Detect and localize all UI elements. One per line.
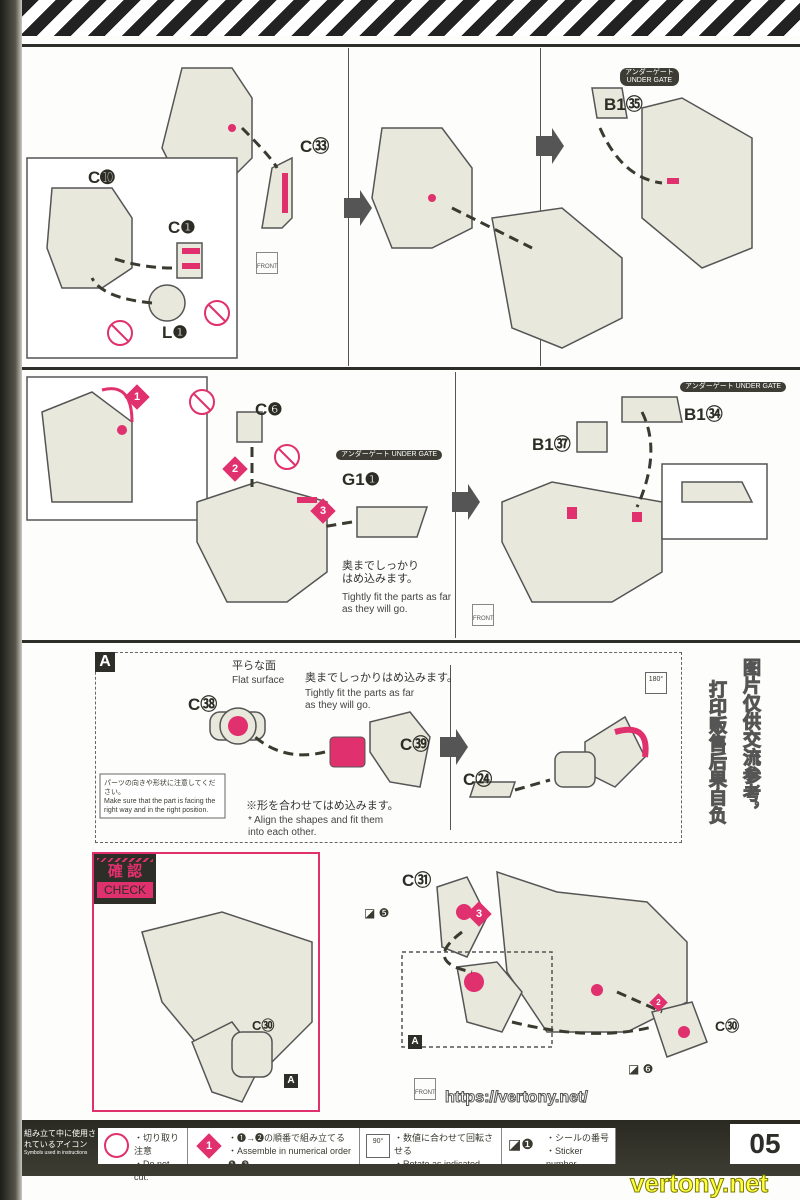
page-number: 05 bbox=[730, 1124, 800, 1164]
watermark-cn-1: 图片仅供交流参考， bbox=[741, 658, 762, 821]
check-box bbox=[92, 852, 320, 1112]
divider bbox=[22, 44, 800, 47]
legend-jp: ・シールの番号 bbox=[546, 1133, 610, 1143]
legend-rotate: 90° ・数値に合わせて回転させる・Rotate as indicated. bbox=[360, 1128, 502, 1169]
step1-illustration bbox=[26, 67, 753, 359]
watermark-url: https://vertony.net/ bbox=[445, 1089, 589, 1107]
part-label-c30: C㉚ bbox=[252, 1018, 275, 1033]
page-binding bbox=[0, 0, 22, 1200]
part-label-b135: B1㉟ bbox=[604, 95, 643, 114]
rotate-icon: 90° bbox=[366, 1134, 390, 1158]
align-note-en: * Align the shapes and fit them into eac… bbox=[248, 815, 384, 838]
subassembly-label-a: A bbox=[408, 1035, 422, 1049]
step4-illustration bbox=[141, 870, 708, 1103]
fit-note-en: Tightly fit the parts as far as they wil… bbox=[342, 592, 452, 615]
subassembly-label-a: A bbox=[95, 652, 115, 672]
step-number-2: 2 bbox=[649, 993, 668, 1012]
part-label-c6: C❻ bbox=[255, 400, 283, 419]
part-label-c31: C㉛ bbox=[402, 871, 432, 890]
part-label-c30-b: C㉚ bbox=[715, 1018, 740, 1034]
sticker-number-6: ◪ ❻ bbox=[628, 1062, 654, 1076]
legend-jp: ・切り取り注意 bbox=[134, 1133, 180, 1156]
watermark-cn-2: 打印贩售后果自负 bbox=[707, 680, 728, 825]
check-title-jp: 確 認 bbox=[107, 863, 143, 880]
part-label-c1: C❶ bbox=[168, 218, 196, 237]
rotate-180-icon: 180° bbox=[645, 672, 667, 694]
legend-jp: ・❶→❷の順番で組み立てる bbox=[228, 1133, 346, 1143]
step2-illustration bbox=[26, 376, 768, 603]
sticker-6-label: ❻ bbox=[642, 1062, 654, 1076]
flat-surface-jp: 平らな面 bbox=[232, 660, 276, 672]
step-number-2: 2 bbox=[222, 456, 248, 482]
legend-do-not-cut: ・切り取り注意・Do not cut. bbox=[98, 1128, 188, 1182]
watermark-site: vertony.net bbox=[629, 1168, 769, 1199]
part-label-l1: L❶ bbox=[162, 323, 188, 342]
legend-jp: ・数値に合わせて回転させる bbox=[394, 1133, 494, 1156]
step-number-3: 3 bbox=[466, 901, 492, 927]
subassembly-label-a: A bbox=[284, 1074, 298, 1088]
orientation-note-jp: パーツの向きや形状に注意してください。 bbox=[104, 780, 216, 796]
part-label-c39: C㊴ bbox=[400, 735, 430, 754]
part-label-c24: C㉔ bbox=[463, 770, 493, 789]
divider bbox=[540, 48, 541, 366]
fit-note-jp: 奥までしっかり はめ込みます。 bbox=[342, 560, 419, 585]
divider bbox=[22, 640, 800, 643]
sticker-number-5: ◪ ❺ bbox=[364, 906, 390, 920]
front-indicator: FRONT bbox=[472, 604, 494, 626]
divider bbox=[22, 367, 800, 370]
front-indicator: FRONT bbox=[256, 252, 278, 274]
step-diamond-icon: 1 bbox=[196, 1133, 222, 1159]
legend-en: ・Sticker number bbox=[546, 1146, 583, 1169]
part-label-c10: C➓ bbox=[88, 168, 115, 187]
under-gate-badge: アンダーゲート UNDER GATE bbox=[680, 382, 787, 392]
legend-en: ・Rotate as indicated. bbox=[394, 1159, 483, 1169]
step-number-1: 1 bbox=[124, 384, 150, 410]
under-gate-badge: アンダーゲート UNDER GATE bbox=[620, 68, 679, 86]
fit-note-en: Tightly fit the parts as far as they wil… bbox=[305, 688, 415, 711]
flat-surface-en: Flat surface bbox=[232, 675, 285, 686]
part-label-g11: G1❶ bbox=[342, 470, 380, 489]
legend-assemble-order: 1 ・❶→❷の順番で組み立てる・Assemble in numerical or… bbox=[188, 1128, 360, 1169]
part-label-c38: C㊳ bbox=[188, 695, 218, 714]
legend-en: ・Do not cut. bbox=[134, 1159, 170, 1182]
legend-title-jp: 組み立て中に使用されているアイコン bbox=[24, 1129, 96, 1149]
part-label-b134: B1㉞ bbox=[684, 405, 723, 424]
legend-sticker: ◪❶ ・シールの番号・Sticker number bbox=[502, 1128, 616, 1169]
legend-en: ・Assemble in numerical order ❶, ❷... bbox=[228, 1146, 352, 1169]
subassembly-a-box bbox=[95, 652, 682, 843]
step3-illustration bbox=[99, 707, 649, 819]
hazard-stripe-header bbox=[22, 0, 800, 36]
part-label-c3: C㉝ bbox=[300, 137, 330, 156]
sticker-5-label: ❺ bbox=[378, 906, 390, 920]
do-not-cut-icon bbox=[104, 1133, 129, 1158]
part-label-b137: B1㊲ bbox=[532, 435, 571, 454]
check-badge: 確 認 CHECK bbox=[94, 854, 156, 904]
step-number-3: 3 bbox=[310, 498, 336, 524]
under-gate-badge: アンダーゲート UNDER GATE bbox=[336, 450, 443, 460]
orientation-note: パーツの向きや形状に注意してください。 Make sure that the pa… bbox=[102, 777, 224, 817]
legend-title-en: Symbols used in instructions bbox=[24, 1150, 88, 1156]
front-indicator: FRONT bbox=[414, 1078, 436, 1100]
align-note-jp: ※形を合わせてはめ込みます。 bbox=[246, 800, 399, 812]
fit-note-jp: 奥までしっかりはめ込みます。 bbox=[305, 672, 458, 684]
orientation-note-en: Make sure that the part is facing the ri… bbox=[104, 798, 216, 814]
check-title-en: CHECK bbox=[97, 882, 153, 898]
sticker-icon: ◪❶ bbox=[508, 1136, 534, 1152]
